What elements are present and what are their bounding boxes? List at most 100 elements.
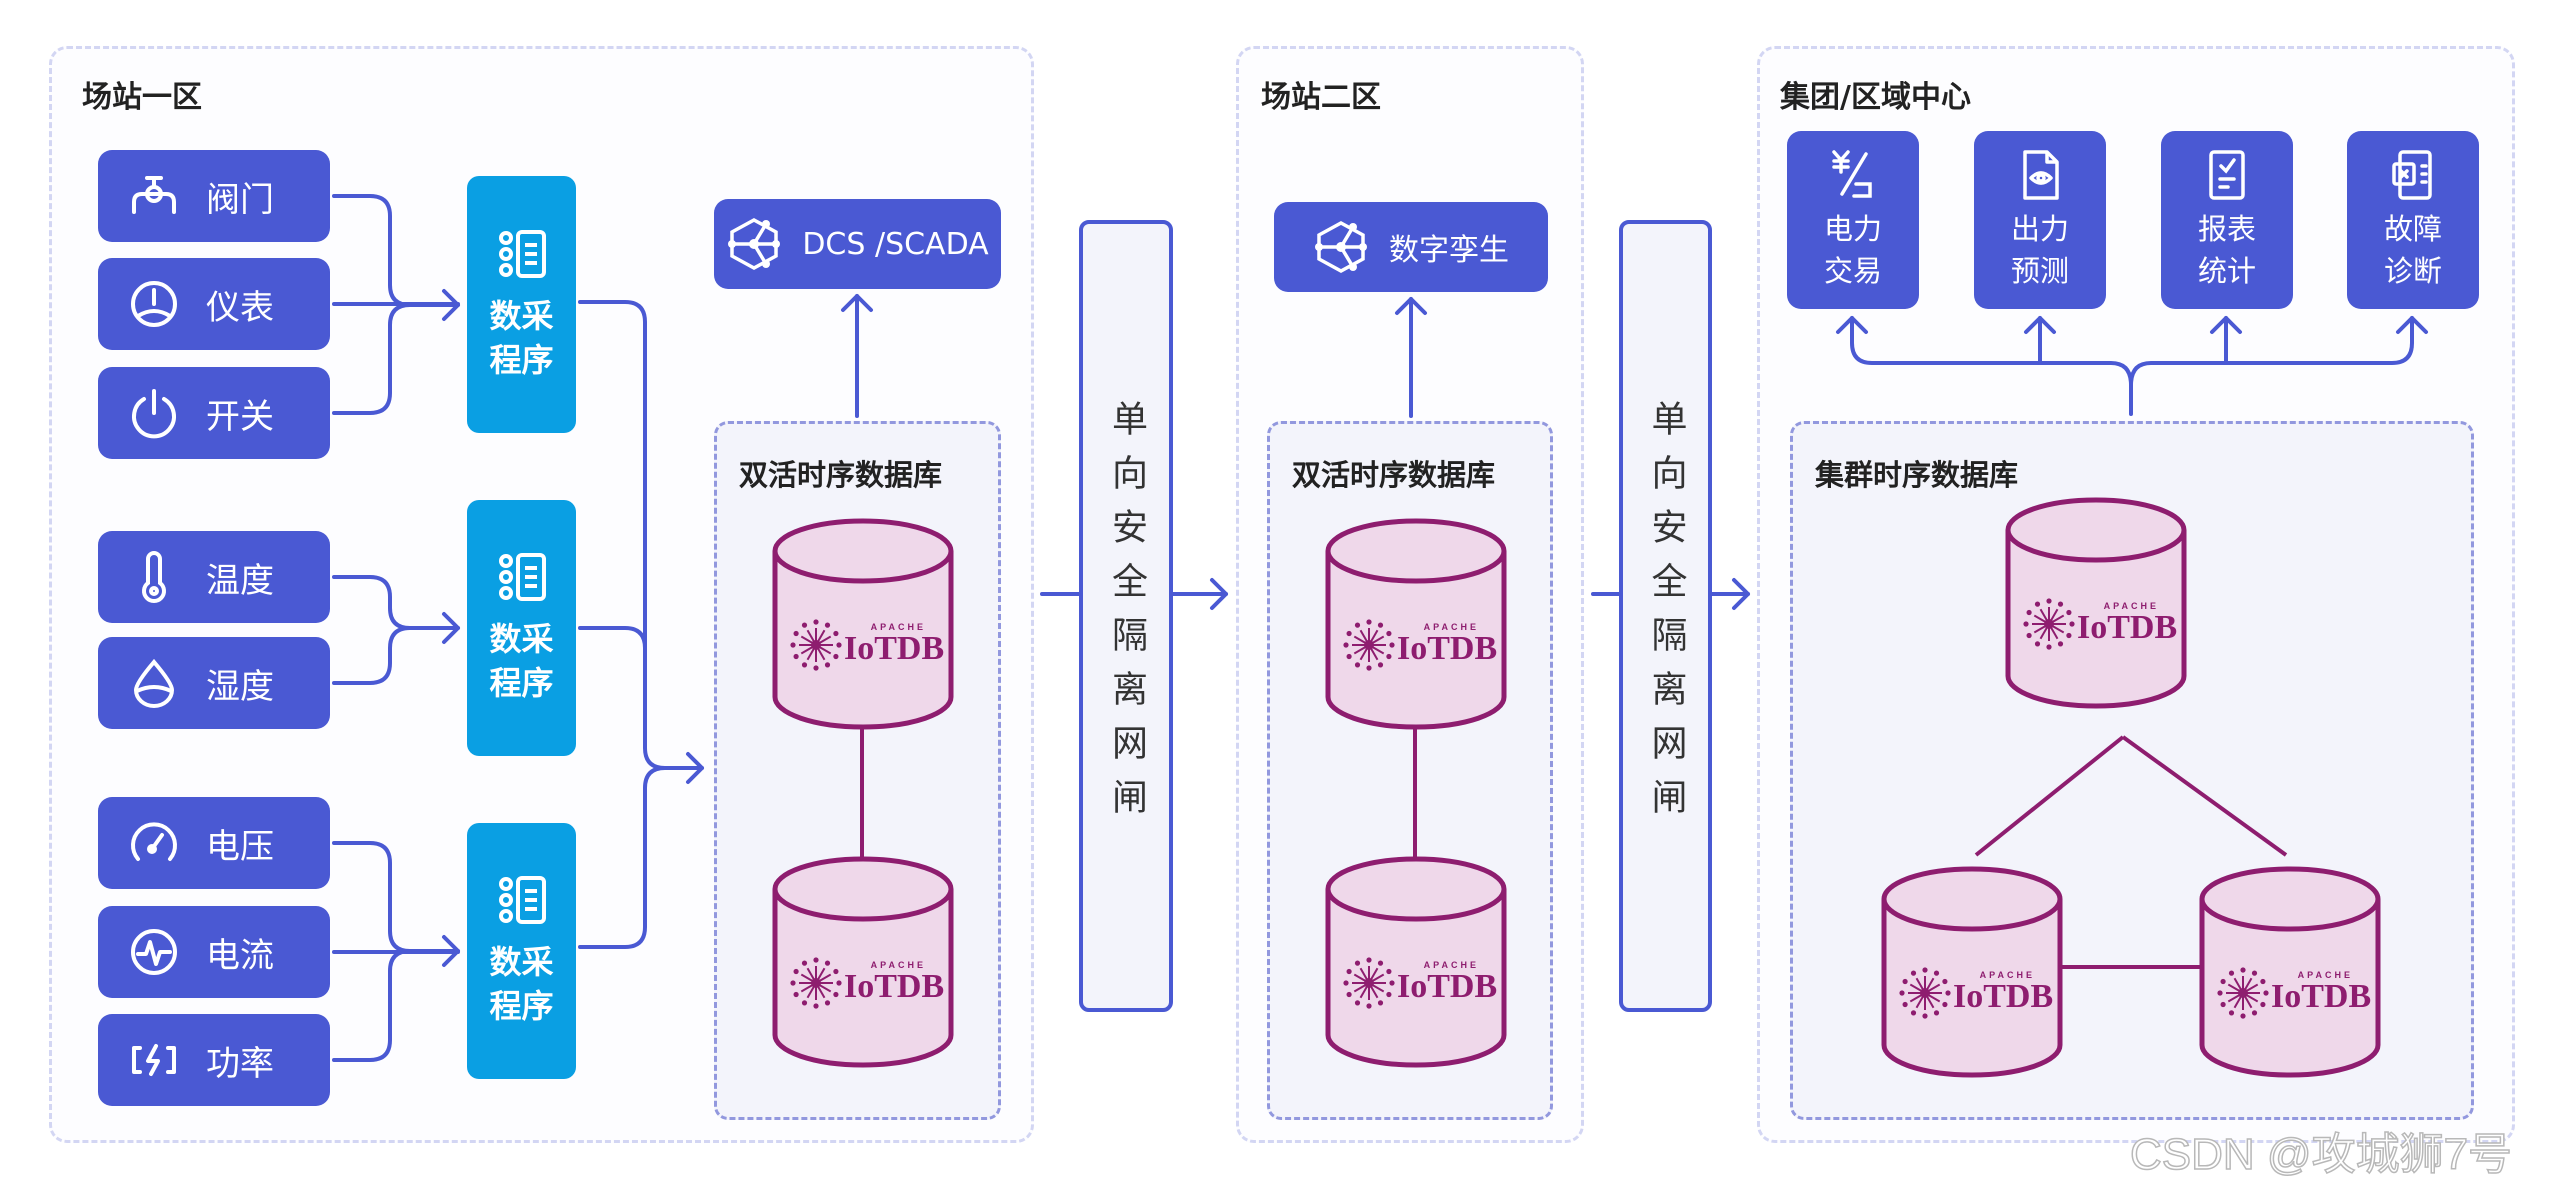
collector-label-2: 程序 [489, 664, 554, 702]
app-label-1: 电力 [1823, 212, 1882, 246]
document-eye-icon [2023, 150, 2059, 200]
app-label-2: 交易 [1823, 254, 1882, 288]
fault-panel-icon [2392, 150, 2432, 200]
pulse-icon [131, 929, 177, 975]
sensor-label: 仪表 [206, 287, 274, 328]
zone-1-title: 场站一区 [82, 80, 202, 115]
collector-program-2[interactable]: 数采 程序 [467, 500, 576, 756]
sensor-temperature[interactable]: 温度 [98, 531, 330, 623]
iotdb-logo-icon [2217, 967, 2269, 1019]
sensor-switch[interactable]: 开关 [98, 367, 330, 459]
sensor-current[interactable]: 电流 [98, 906, 330, 998]
droplet-icon [133, 658, 175, 708]
data-collect-icon [498, 876, 546, 924]
cylinder-body [1881, 899, 2063, 1078]
sensor-label: 温度 [206, 560, 274, 601]
sensor-label: 阀门 [206, 179, 274, 220]
app-label-2: 预测 [2010, 254, 2069, 288]
data-collect-icon [498, 229, 546, 278]
iotdb-logo-icon [1899, 967, 1951, 1019]
app-label-1: 报表 [2197, 212, 2256, 246]
collector-label-1: 数采 [489, 620, 554, 658]
dcs-label: DCS /SCADA [802, 226, 989, 262]
app-report-statistics[interactable]: 报表 统计 [2161, 131, 2293, 309]
logo-brand: IoTDB [1397, 968, 1497, 1005]
power-icon [132, 389, 176, 439]
cylinder-body [772, 551, 954, 730]
sensor-valve[interactable]: 阀门 [98, 150, 330, 242]
collector-program-1[interactable]: 数采 程序 [467, 176, 576, 433]
cylinder-top [772, 856, 954, 922]
arrowhead [1732, 578, 1750, 610]
yuan-trade-icon [1832, 150, 1872, 198]
gate-label: 单向安全隔离网闸 [1645, 400, 1687, 832]
gauge-icon [131, 281, 177, 327]
iotdb-logo-icon [1343, 957, 1395, 1009]
logo-brand: IoTDB [2271, 978, 2371, 1015]
cylinder-top [1325, 856, 1507, 922]
security-gate-2: 单向安全隔离网闸 [1619, 220, 1712, 1012]
battery-bolt-icon [132, 1044, 176, 1076]
sensor-label: 电压 [206, 826, 274, 867]
iotdb-node: APACHE IoTDB [772, 855, 954, 1073]
logo-vendor: APACHE [1424, 960, 1479, 970]
cylinder-top [1881, 866, 2063, 932]
logo-vendor: APACHE [2298, 970, 2353, 980]
network-cube-icon [1315, 221, 1367, 273]
security-gate-1: 单向安全隔离网闸 [1079, 220, 1173, 1012]
sensor-label: 功率 [206, 1043, 274, 1084]
db-title: 双活时序数据库 [739, 458, 943, 492]
iotdb-node: APACHE IoTDB [2005, 496, 2187, 714]
logo-vendor: APACHE [871, 622, 926, 632]
iotdb-logo-icon [790, 619, 842, 671]
sensor-label: 湿度 [206, 666, 274, 707]
db-title: 双活时序数据库 [1292, 458, 1496, 492]
checklist-icon [2209, 150, 2245, 200]
sensor-humidity[interactable]: 湿度 [98, 637, 330, 729]
app-fault-diagnosis[interactable]: 故障 诊断 [2347, 131, 2479, 309]
collector-label-2: 程序 [489, 340, 554, 379]
db-title: 集群时序数据库 [1815, 458, 2019, 492]
collector-program-3[interactable]: 数采 程序 [467, 823, 576, 1079]
app-label-2: 统计 [2197, 254, 2256, 288]
speedometer-icon [131, 822, 177, 861]
sensor-meter[interactable]: 仪表 [98, 258, 330, 350]
app-power-trading[interactable]: 电力 交易 [1787, 131, 1919, 309]
sensor-label: 开关 [206, 396, 274, 437]
iotdb-node: APACHE IoTDB [1881, 865, 2063, 1083]
logo-brand: IoTDB [2077, 609, 2177, 646]
logo-brand: IoTDB [1397, 630, 1497, 667]
cylinder-top [772, 518, 954, 584]
logo-brand: IoTDB [844, 968, 944, 1005]
cylinder-top [2005, 497, 2187, 563]
dcs-scada-box[interactable]: DCS /SCADA [714, 199, 1001, 289]
data-collect-icon [498, 553, 546, 601]
collector-label-1: 数采 [489, 296, 554, 335]
iotdb-logo-icon [2023, 598, 2075, 650]
cylinder-top [1325, 518, 1507, 584]
cylinder-top [2199, 866, 2381, 932]
digital-twin-box[interactable]: 数字孪生 [1274, 202, 1548, 292]
iotdb-node: APACHE IoTDB [2199, 865, 2381, 1083]
cylinder-body [1325, 551, 1507, 730]
app-output-forecast[interactable]: 出力 预测 [1974, 131, 2106, 309]
app-label-2: 诊断 [2383, 254, 2442, 288]
logo-brand: IoTDB [1953, 978, 2053, 1015]
logo-vendor: APACHE [1424, 622, 1479, 632]
sensor-power[interactable]: 功率 [98, 1014, 330, 1106]
valve-icon [132, 176, 176, 214]
iotdb-node: APACHE IoTDB [1325, 855, 1507, 1073]
zone-3-title: 集团/区域中心 [1780, 80, 1971, 115]
collector-label-2: 程序 [489, 987, 554, 1025]
cylinder-body [2005, 530, 2187, 709]
gate-label: 单向安全隔离网闸 [1106, 400, 1147, 832]
zone-2-title: 场站二区 [1261, 80, 1381, 115]
logo-vendor: APACHE [1980, 970, 2035, 980]
cylinder-body [772, 889, 954, 1068]
sensor-voltage[interactable]: 电压 [98, 797, 330, 889]
logo-vendor: APACHE [2104, 601, 2159, 611]
arrowhead [1210, 578, 1228, 610]
sensor-label: 电流 [206, 935, 274, 976]
network-cube-icon [728, 218, 781, 270]
iotdb-node: APACHE IoTDB [772, 517, 954, 735]
